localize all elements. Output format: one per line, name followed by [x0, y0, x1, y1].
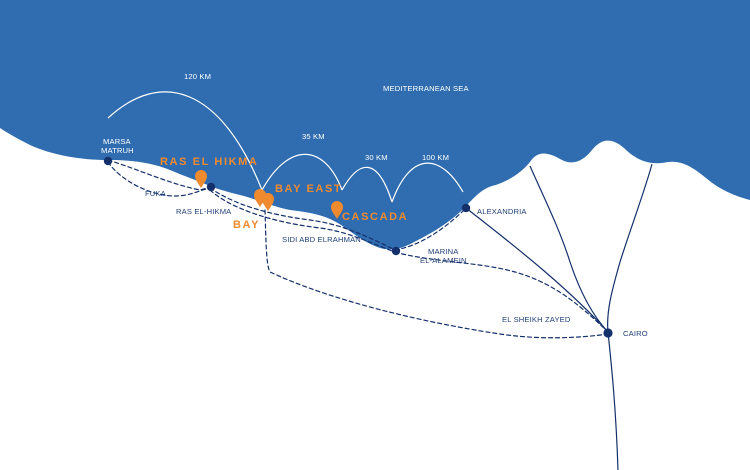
- city-label-el-alamein: EL-ALAMEIN: [420, 256, 467, 265]
- city-marker-ras-el-hikma[interactable]: [206, 182, 216, 192]
- distance-label-100km: 100 KM: [422, 153, 449, 162]
- route-alamein-cairo: [394, 251, 609, 333]
- route-bay-cairo: [264, 209, 609, 339]
- sea-label: MEDITERRANEAN SEA: [383, 84, 469, 93]
- city-label-marsa: MARSA: [103, 137, 132, 146]
- city-label-marina: MARINA: [428, 247, 459, 256]
- city-marker-alexandria[interactable]: [461, 203, 471, 213]
- route-fuka-south: [107, 161, 211, 197]
- distance-arc-120km: [107, 91, 263, 191]
- distance-arc-35km: [261, 153, 343, 191]
- destination-label-ras-el-hikma[interactable]: RAS EL HIKMA: [160, 156, 258, 168]
- destination-label-bay[interactable]: BAY: [233, 219, 260, 231]
- distance-label-35km: 35 KM: [302, 132, 325, 141]
- route-matruh-fuka: [107, 159, 211, 191]
- road-cairo-south: [607, 331, 619, 470]
- city-label-fuka: FUKA: [145, 189, 167, 198]
- mediterranean-sea-area: [0, 0, 750, 250]
- city-label-matruh: MATRUH: [101, 146, 134, 155]
- distance-arc-30km: [341, 166, 393, 203]
- city-label-sidi-abd-elrahman: SIDI ABD ELRAHMAN: [282, 235, 361, 244]
- city-label-alexandria: ALEXANDRIA: [477, 207, 527, 216]
- distance-arc-100km: [391, 162, 464, 203]
- city-marker-marsa-matruh[interactable]: [103, 156, 113, 166]
- destination-label-bay-east[interactable]: BAY EAST: [275, 183, 342, 195]
- city-marker-marina-el-alamein[interactable]: [391, 246, 401, 256]
- city-label-cairo: CAIRO: [623, 329, 648, 338]
- road-alexandria-cairo: [465, 207, 609, 333]
- distance-label-120km: 120 KM: [184, 72, 211, 81]
- destination-label-cascada[interactable]: CASCADA: [342, 211, 408, 223]
- map-pin-icon[interactable]: [262, 193, 274, 211]
- route-alamein-alexandria: [394, 207, 467, 251]
- route-coast-south: [209, 189, 396, 253]
- map-pin-icon[interactable]: [195, 170, 207, 188]
- map-pin-icon[interactable]: [254, 189, 266, 207]
- city-label-el-sheikh-zayed: EL SHEIKH ZAYED: [502, 315, 571, 324]
- distance-label-30km: 30 KM: [365, 153, 388, 162]
- road-coast-cairo-east: [607, 163, 653, 333]
- route-rashikma-coast: [209, 187, 396, 251]
- city-marker-cairo[interactable]: [603, 328, 613, 338]
- road-coast-cairo-west: [529, 165, 609, 333]
- city-label-ras-el-hikma: RAS EL-HIKMA: [176, 207, 232, 216]
- map-pin-icon[interactable]: [331, 201, 343, 219]
